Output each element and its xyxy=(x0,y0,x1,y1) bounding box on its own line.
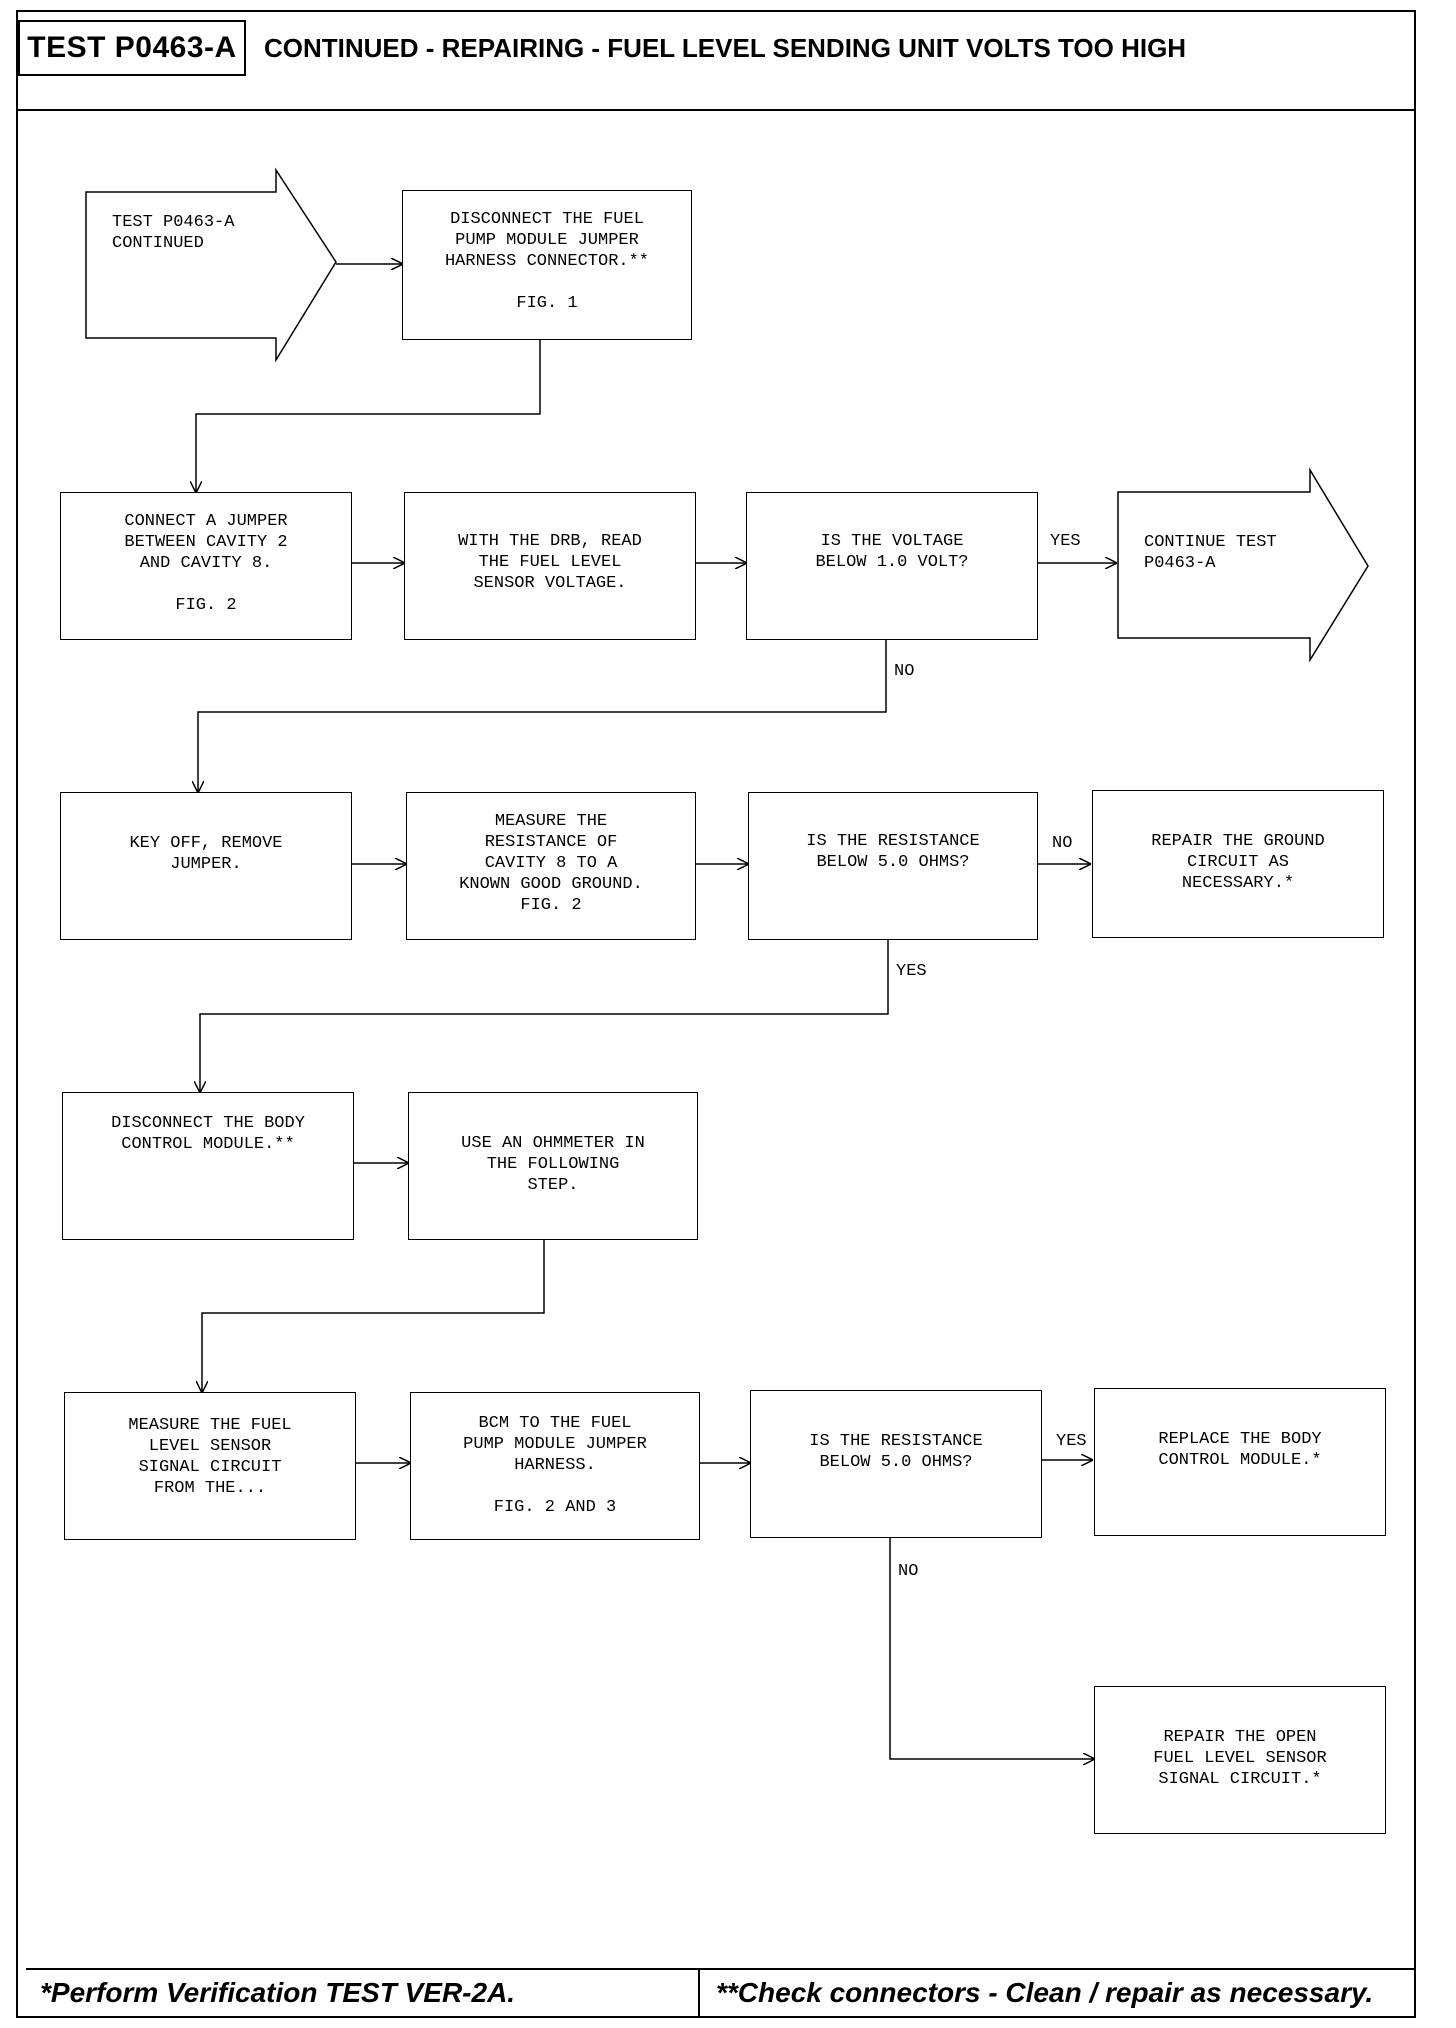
replace-bcm-box: REPLACE THE BODY CONTROL MODULE.* xyxy=(1094,1388,1386,1536)
disconnect-jumper-box: DISCONNECT THE FUEL PUMP MODULE JUMPER H… xyxy=(402,190,692,340)
continue-test-node: CONTINUE TEST P0463-A xyxy=(1144,533,1277,573)
repair-ground-box: REPAIR THE GROUND CIRCUIT AS NECESSARY.* xyxy=(1092,790,1384,938)
connector-question2-yes xyxy=(200,938,889,1092)
use-ohmmeter-box: USE AN OHMMETER IN THE FOLLOWING STEP. xyxy=(408,1092,698,1240)
footer-column-divider xyxy=(698,1968,700,2018)
yes-label: YES xyxy=(896,962,927,981)
connector-disconnect-to-connect xyxy=(196,339,541,492)
measure-signal-box: MEASURE THE FUEL LEVEL SENSOR SIGNAL CIR… xyxy=(64,1392,356,1540)
continue-arrow-shape xyxy=(1117,467,1369,663)
repair-open-box: REPAIR THE OPEN FUEL LEVEL SENSOR SIGNAL… xyxy=(1094,1686,1386,1834)
resistance-question-box-1: IS THE RESISTANCE BELOW 5.0 OHMS? xyxy=(748,792,1038,940)
no-label: NO xyxy=(898,1562,919,1581)
connect-jumper-box: CONNECT A JUMPER BETWEEN CAVITY 2 AND CA… xyxy=(60,492,352,640)
footer-note-connectors: **Check connectors - Clean / repair as n… xyxy=(716,1977,1374,2008)
voltage-question-box: IS THE VOLTAGE BELOW 1.0 VOLT? xyxy=(746,492,1038,640)
disconnect-bcm-box: DISCONNECT THE BODY CONTROL MODULE.** xyxy=(62,1092,354,1240)
key-off-box: KEY OFF, REMOVE JUMPER. xyxy=(60,792,352,940)
page-frame xyxy=(16,10,1416,2018)
no-label: NO xyxy=(1052,834,1073,853)
yes-label: YES xyxy=(1056,1432,1087,1451)
start-node: TEST P0463-A CONTINUED xyxy=(112,213,235,253)
test-id-label: TEST P0463-A xyxy=(18,20,246,76)
read-voltage-box: WITH THE DRB, READ THE FUEL LEVEL SENSOR… xyxy=(404,492,696,640)
no-label: NO xyxy=(894,662,915,681)
page-title: CONTINUED - REPAIRING - FUEL LEVEL SENDI… xyxy=(264,33,1187,63)
footer-note-verification: *Perform Verification TEST VER-2A. xyxy=(40,1977,516,2008)
footer-divider xyxy=(26,1968,1416,1970)
yes-label: YES xyxy=(1050,532,1081,551)
start-arrow-shape xyxy=(85,167,337,363)
measure-resistance-box: MEASURE THE RESISTANCE OF CAVITY 8 TO A … xyxy=(406,792,696,940)
header-divider xyxy=(16,109,1416,111)
connector-question1-no xyxy=(198,639,887,792)
connector-question3-no xyxy=(889,1537,1094,1759)
connector-ohmmeter-to-measure-signal xyxy=(202,1238,545,1392)
bcm-to-pump-box: BCM TO THE FUEL PUMP MODULE JUMPER HARNE… xyxy=(410,1392,700,1540)
resistance-question-box-2: IS THE RESISTANCE BELOW 5.0 OHMS? xyxy=(750,1390,1042,1538)
